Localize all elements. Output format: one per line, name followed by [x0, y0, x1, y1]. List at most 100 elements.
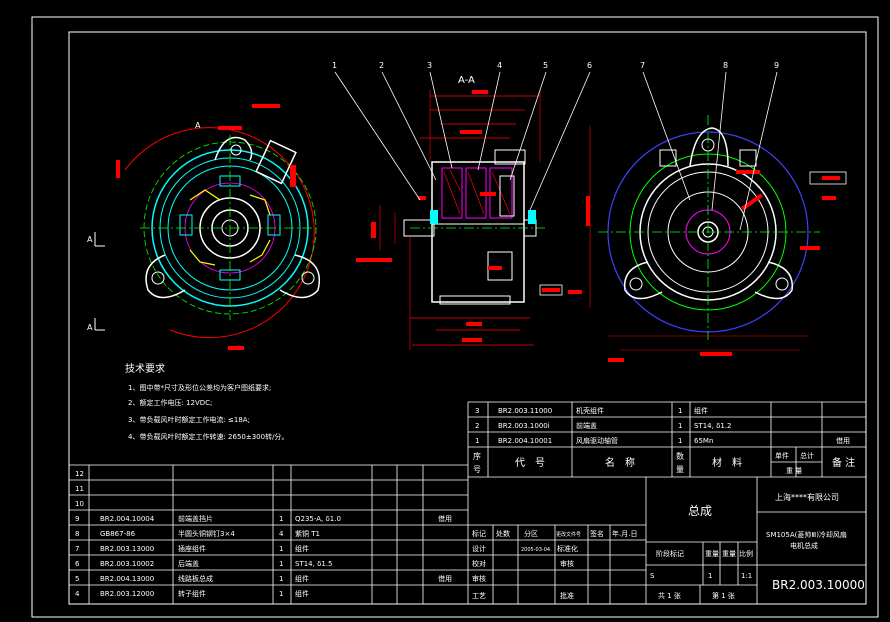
lower-row-seq: 10: [75, 500, 84, 508]
upper-row-code: BR2.003.1000i: [498, 422, 550, 430]
lower-row-note: 借用: [438, 514, 452, 523]
upper-row-code: BR2.003.11000: [498, 407, 552, 415]
lower-row-material: 紫铜 T1: [295, 529, 320, 538]
parts-header: 序 号 代 号 名 称 数 量 材 料 单件 总计 重 量 备 注: [473, 451, 855, 475]
weight-label-2: 重量: [722, 550, 736, 558]
rev-date: 年.月.日: [612, 529, 637, 538]
lower-row-qty: 1: [279, 590, 283, 598]
lower-row-qty: 1: [279, 575, 283, 583]
stage-label: 阶段标记: [656, 549, 684, 558]
tech-item-3: 3、带负载风叶时额定工作电流: ≤18A;: [128, 415, 250, 424]
leader-lines: [334, 71, 778, 231]
rev-count: 处数: [496, 529, 510, 538]
lower-row-code: BR2.003.13000: [100, 545, 154, 553]
lower-row-name: 半圆头铜铆钉3×4: [178, 529, 235, 538]
header-unit-weight: 单件: [775, 451, 789, 460]
upper-row-seq: 3: [475, 407, 479, 415]
tech-item-2: 2、额定工作电压: 12VDC;: [128, 398, 212, 407]
sheet-number: 第 1 张: [712, 591, 735, 600]
upper-row-name: 机壳组件: [576, 406, 604, 415]
upper-row-seq: 1: [475, 437, 479, 445]
upper-row-name: 风扇驱动轴管: [576, 436, 618, 445]
right-end-view: [586, 115, 847, 362]
design-date: 2005-03-04: [521, 547, 550, 553]
rev-mark: 标记: [472, 529, 486, 538]
lower-row-seq: 4: [75, 590, 80, 598]
upper-row-material: 组件: [694, 406, 708, 415]
header-seq-2: 号: [473, 465, 481, 474]
rev-zone: 分区: [524, 529, 538, 538]
craft-label: 工艺: [472, 592, 486, 600]
technical-requirements: 技术要求 1、图中带*尺寸及形位公差均为客户图纸要求; 2、额定工作电压: 12…: [125, 362, 288, 441]
lower-row-material: 组件: [295, 589, 309, 598]
upper-row-material: 65Mn: [694, 437, 713, 445]
weight-label: 重量: [705, 550, 719, 558]
lower-row-code: BR2.003.10002: [100, 560, 154, 568]
view-mark-a-bottom: A: [87, 323, 93, 332]
lower-row-qty: 1: [279, 515, 283, 523]
lower-row-code: BR2.004.10004: [100, 515, 155, 523]
balloon-1: 1: [332, 61, 337, 70]
lower-row-code: BR2.003.12000: [100, 590, 154, 598]
header-code: 代 号: [515, 457, 545, 469]
review-label-2: 审核: [472, 574, 486, 583]
parts-list-upper: [467, 401, 866, 604]
header-total-weight: 总计: [800, 451, 814, 460]
review-label: 审核: [560, 559, 574, 568]
approve-label: 批准: [560, 591, 574, 600]
lower-row-material: 组件: [295, 544, 309, 553]
lower-row-name: 前端盖挡片: [178, 514, 213, 523]
view-mark-a-top: A: [195, 121, 201, 130]
company-name: 上海****有限公司: [775, 492, 839, 502]
lower-row-code: BR2.004.13000: [100, 575, 154, 583]
rev-sign: 签名: [590, 529, 604, 538]
inner-frame: [68, 31, 867, 605]
product-name-1: SM105A(菱帅Ⅲ)冷却风扇: [766, 530, 847, 539]
balloon-8: 8: [723, 61, 728, 70]
drawing-number: BR2.003.10000: [772, 578, 865, 592]
scale-label: 比例: [739, 549, 753, 558]
lower-row-name: 转子组件: [178, 589, 206, 598]
lower-row-code: GB867-86: [100, 530, 136, 538]
lower-row-seq: 12: [75, 470, 84, 478]
lower-row-seq: 9: [75, 515, 79, 523]
title-block: [468, 476, 866, 604]
balloon-6: 6: [587, 61, 592, 70]
lower-row-note: 借用: [438, 574, 452, 583]
lower-row-name: 线路板总成: [178, 574, 213, 583]
outer-frame: [31, 16, 879, 618]
lower-row-qty: 4: [279, 530, 284, 538]
balloon-5: 5: [543, 61, 548, 70]
section-label: A-A: [458, 75, 475, 86]
upper-row-code: BR2.004.10001: [498, 437, 552, 445]
tech-item-1: 1、图中带*尺寸及形位公差均为客户图纸要求;: [128, 383, 271, 392]
left-end-view: A A A: [87, 104, 320, 350]
balloon-2: 2: [379, 61, 384, 70]
upper-row-qty: 1: [678, 422, 682, 430]
view-mark-a-left: A: [87, 235, 93, 244]
balloon-4: 4: [497, 61, 502, 70]
upper-row-name: 前端盖: [576, 421, 597, 430]
upper-row-qty: 1: [678, 437, 682, 445]
header-qty-1: 数: [676, 451, 684, 461]
lower-row-material: ST14, δ1.5: [295, 560, 333, 568]
lower-row-seq: 8: [75, 530, 79, 538]
tech-item-4: 4、带负载风叶时额定工作转速: 2650±300转/分。: [128, 432, 288, 441]
section-view: A-A: [356, 75, 582, 350]
design-label: 设计: [472, 544, 486, 553]
header-material: 材 料: [712, 456, 742, 469]
assembly-title: 总成: [688, 504, 712, 518]
rev-file: 更改文件号: [556, 531, 581, 538]
lower-row-qty: 1: [279, 545, 283, 553]
lower-row-seq: 5: [75, 575, 79, 583]
product-name-2: 电机总成: [790, 541, 818, 550]
header-note: 备 注: [832, 456, 855, 469]
scale-value: 1:1: [741, 572, 752, 580]
tech-title: 技术要求: [125, 362, 165, 375]
check-label: 校对: [472, 559, 486, 568]
lower-row-seq: 7: [75, 545, 79, 553]
lower-row-material: 组件: [295, 574, 309, 583]
